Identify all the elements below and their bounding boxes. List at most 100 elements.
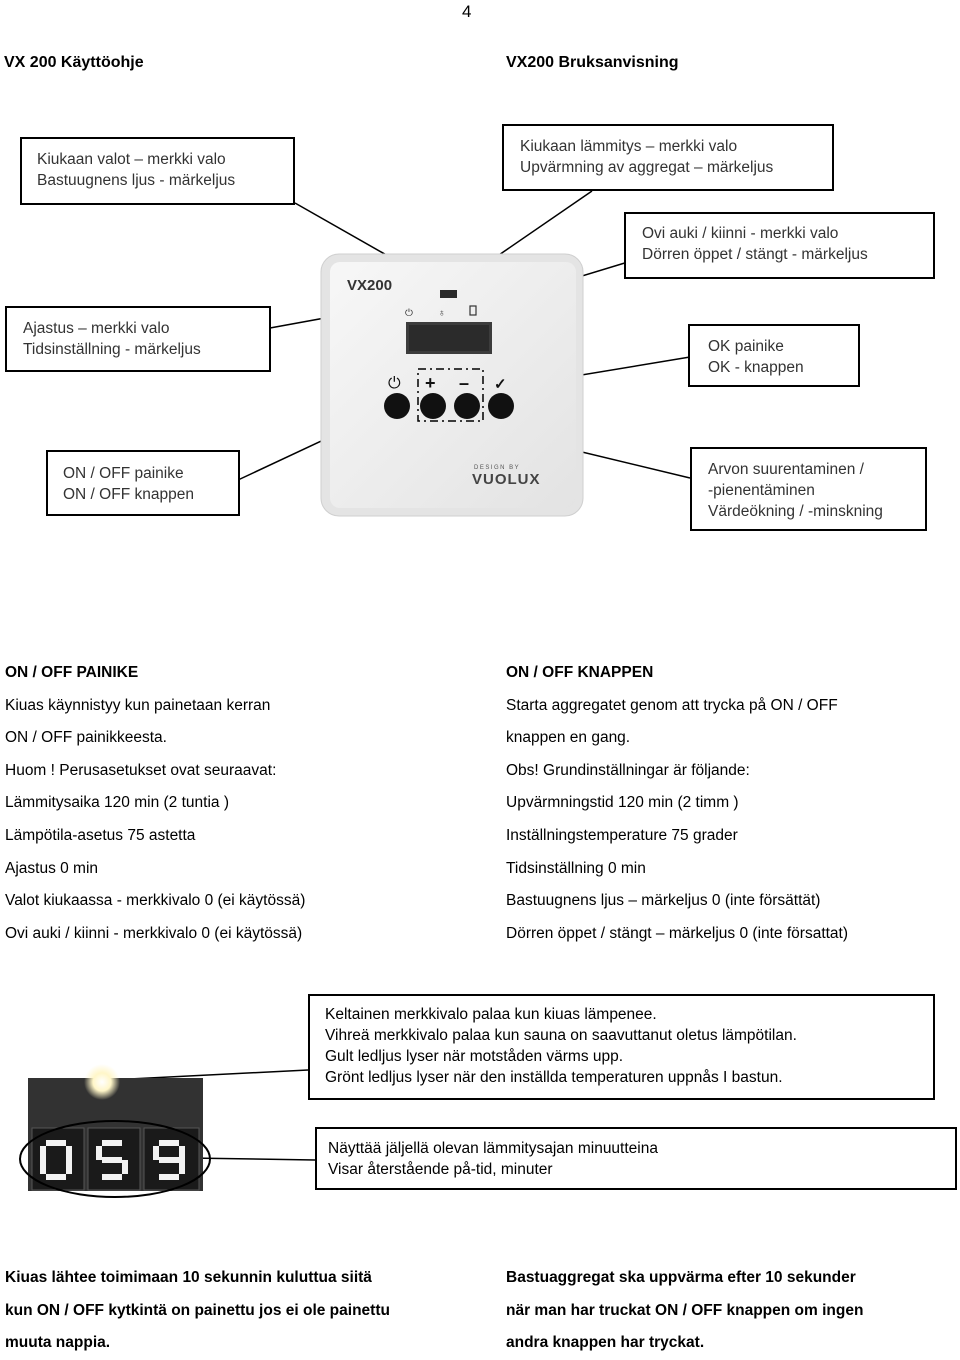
led-digits [40,1140,185,1180]
digits-highlight [19,1120,211,1198]
led-digit-segment [179,1160,185,1174]
section-line: Starta aggregatet genom att trycka på ON… [506,696,838,714]
section-line: Huom ! Perusasetukset ovat seuraavat: [5,761,277,779]
ok-icon: ✓ [494,376,507,393]
note-line: Bastuaggregat ska uppvärma efter 10 seku… [506,1269,856,1286]
section-line: Kiuas käynnistyy kun painetaan kerran [5,696,271,714]
led-digit-segment [159,1140,179,1146]
fi-onoff-section: ON / OFF PAINIKE Kiuas käynnistyy kun pa… [5,657,305,950]
callout-text: -pienentäminen [708,482,815,499]
section-line: Bastuugnens ljus – märkeljus 0 (inte för… [506,892,821,910]
section-line: Lämpötila-asetus 75 astetta [5,826,196,844]
led-digit-segment [122,1160,128,1174]
fi-start-delay-note: Kiuas lähtee toimimaan 10 sekunnin kulut… [5,1262,390,1360]
note-line: andra knappen har tryckat. [506,1334,705,1351]
callout-text: OK painike [708,338,784,355]
plus-icon: + [425,373,436,393]
note-line: muuta nappia. [5,1334,111,1351]
callout-adjust-buttons: Arvon suurentaminen / -pienentäminen Vär… [690,447,927,531]
adjust-buttons-highlight [417,368,484,422]
led-digit-segment [159,1157,179,1163]
callout-timer-led: Ajastus – merkki valo Tidsinställning - … [5,306,271,372]
minus-button [454,393,480,419]
yellow-led-icon [84,1064,120,1100]
callout-heating-led: Kiukaan lämmitys – merkki valo Upvärmnin… [502,124,834,191]
sv-start-delay-note: Bastuaggregat ska uppvärma efter 10 seku… [506,1262,863,1360]
led-digit-segment [40,1146,46,1160]
led-digit-segment [66,1146,72,1160]
callout-text: Keltainen merkkivalo palaa kun kiuas läm… [325,1006,657,1023]
section-heading: ON / OFF PAINIKE [5,664,139,681]
title-sv: VX200 Bruksanvisning [506,54,679,71]
led-digit-segment [46,1140,66,1146]
section-line: Ovi auki / kiinni - merkkivalo 0 (ei käy… [5,924,303,942]
page-number: 4 [462,2,472,21]
led-digit-segment [46,1174,66,1180]
callout-text: Ajastus – merkki valo [23,320,170,337]
callout-text: Näyttää jäljellä olevan lämmitysajan min… [328,1140,658,1157]
logo-small: DESIGN BY [474,465,520,471]
led-digit-segment [96,1146,102,1160]
led-digit-segment [40,1160,46,1174]
timer-led-icon: ⏻ [405,308,413,319]
power-icon: ⏻ [388,375,401,392]
callout-text: Grönt ledljus lyser när den inställda te… [325,1069,783,1086]
callout-text: Kiukaan valot – merkki valo [37,151,226,168]
callout-text: Värdeökning / -minskning [708,503,883,520]
section-heading: ON / OFF KNAPPEN [506,664,654,681]
callout-led-colors: Keltainen merkkivalo palaa kun kiuas läm… [308,994,935,1100]
power-button [384,393,410,419]
callout-text: Upvärmning av aggregat – märkeljus [520,159,774,176]
led-digit-segment [102,1140,122,1146]
callout-sauna-lights: Kiukaan valot – merkki valo Bastuugnens … [20,137,295,205]
callout-text: OK - knappen [708,359,804,376]
section-line: Dörren öppet / stängt – märkeljus 0 (int… [506,924,849,942]
callout-text: Ovi auki / kiinni - merkki valo [642,225,839,242]
callout-text: Kiukaan lämmitys – merkki valo [520,138,738,155]
section-line: Inställningstemperature 75 grader [506,826,738,844]
plus-button [420,393,446,419]
callout-text: ON / OFF painike [63,465,184,482]
callout-text: Bastuugnens ljus - märkeljus [37,172,236,189]
section-line: Upvärmningstid 120 min (2 timm ) [506,794,739,812]
led-digit-segment [66,1160,72,1174]
section-line: Lämmitysaika 120 min (2 tuntia ) [5,794,229,812]
led-display-photo [19,1064,211,1198]
bulb-led-icon: ♁ [438,308,446,319]
section-line: Ajastus 0 min [5,859,99,877]
led-digit-segment [179,1146,185,1160]
note-line: när man har truckat ON / OFF knappen om … [506,1301,864,1319]
led-digit-segment [102,1157,122,1163]
ok-button [488,393,514,419]
door-led-icon [469,305,477,316]
callout-text: Vihreä merkkivalo palaa kun sauna on saa… [325,1027,797,1044]
callout-remaining-time: Näyttää jäljellä olevan lämmitysajan min… [315,1127,957,1190]
callout-text: ON / OFF knappen [63,486,194,503]
note-line: Kiuas lähtee toimimaan 10 sekunnin kulut… [5,1269,372,1286]
section-line: knappen en gang. [506,729,631,747]
callout-ok-button: OK painike OK - knappen [688,324,860,387]
heating-led-icon [440,290,457,298]
callout-text: Dörren öppet / stängt - märkeljus [642,246,868,263]
minus-icon: – [459,373,469,393]
logo: VUOLUX [472,471,541,488]
control-panel: VX200 ⏻ ♁ ⏻ + – ✓ DESIGN BY VUOLUX [320,253,584,517]
device-brand: VX200 [347,277,392,294]
callout-door-led: Ovi auki / kiinni - merkki valo Dörren ö… [624,212,935,279]
section-line: Obs! Grundinställningar är följande: [506,761,750,779]
sv-onoff-section: ON / OFF KNAPPEN Starta aggregatet genom… [506,657,848,950]
section-line: ON / OFF painikkeesta. [5,729,167,747]
led-digit-segment [102,1174,122,1180]
callout-text: Tidsinställning - märkeljus [23,341,201,358]
title-fi: VX 200 Käyttöohje [4,54,144,71]
callout-onoff-button: ON / OFF painike ON / OFF knappen [46,450,240,516]
callout-text: Arvon suurentaminen / [708,461,864,478]
section-line: Tidsinställning 0 min [506,859,646,877]
callout-text: Visar återstående på-tid, minuter [328,1161,553,1178]
led-digit-segment [153,1146,159,1160]
callout-text: Gult ledljus lyser när motståden värms u… [325,1048,624,1065]
led-digit-segment [159,1174,179,1180]
note-line: kun ON / OFF kytkintä on painettu jos ei… [5,1301,390,1319]
section-line: Valot kiukaassa - merkkivalo 0 (ei käytö… [5,892,306,910]
